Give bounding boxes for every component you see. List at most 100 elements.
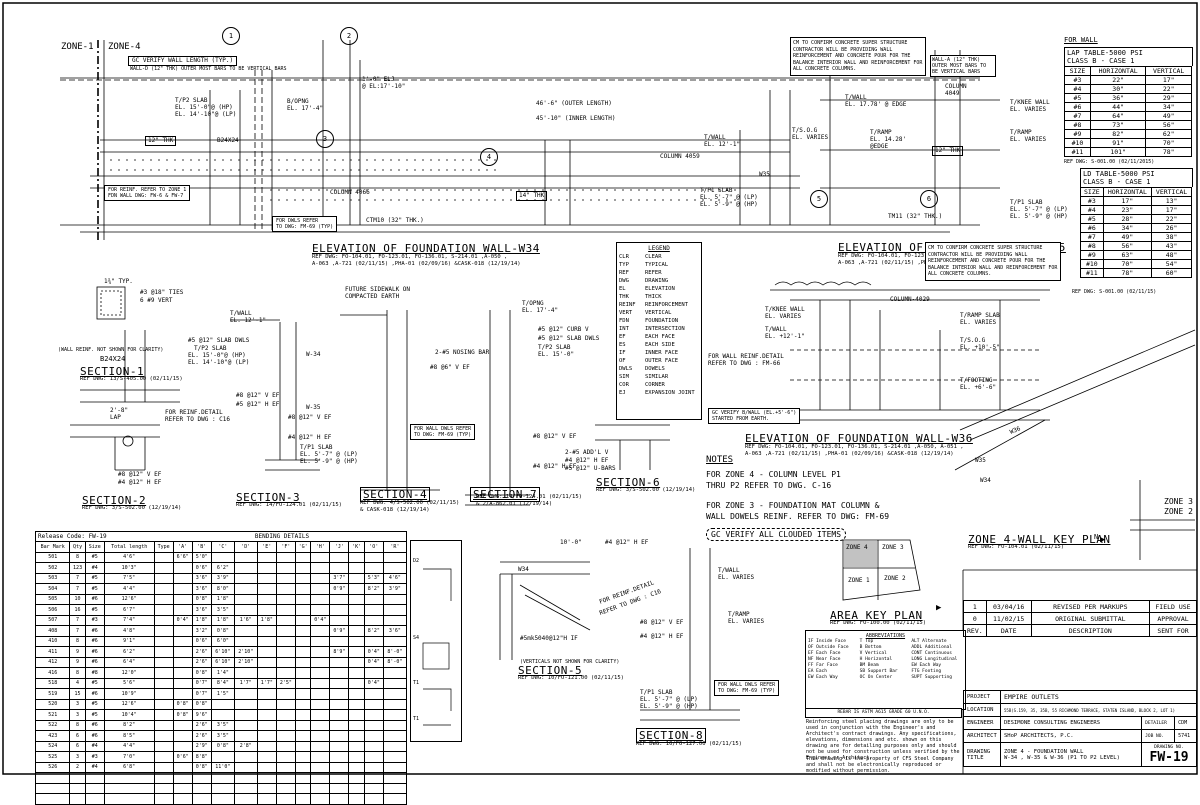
bending-cell: 5'0" xyxy=(191,551,212,563)
column-4029-label: COLUMN-4029 xyxy=(890,296,930,303)
bending-cell: 4'6" xyxy=(382,572,408,584)
legend-value: THICK xyxy=(645,294,662,300)
cm-confirm-note-1: CM TO CONFIRM CONCRETE SUPER STRUCTURE C… xyxy=(790,37,926,76)
bending-cell xyxy=(153,698,174,710)
reinf-note: Reinforcing steel placing drawings are o… xyxy=(806,719,960,761)
bending-cell xyxy=(233,593,258,605)
legend-value: ELEVATION xyxy=(645,286,675,292)
bending-cell xyxy=(348,730,365,742)
gc-verify-bwall: GC VERIFY B/WALL (EL.+5'-6") STARTED FRO… xyxy=(708,408,801,424)
bending-cell xyxy=(329,688,350,700)
bending-cell xyxy=(348,740,365,752)
abbrev-item: IF Inside Face xyxy=(808,639,846,644)
bending-cell: #6 xyxy=(84,688,105,700)
bending-cell xyxy=(382,688,408,700)
bending-cell xyxy=(348,593,365,605)
bending-cell: 10'3" xyxy=(103,562,155,574)
bending-col: 'E' xyxy=(256,541,277,553)
bending-cell xyxy=(275,688,296,700)
s5-note-4: (VERTICALS NOT SHOWN FOR CLARITY) xyxy=(520,659,620,665)
bending-cell xyxy=(233,688,258,700)
bending-cell xyxy=(256,740,277,752)
verify-wall-length-note: GC VERIFY WALL LENGTH (TYP.) xyxy=(128,56,238,66)
bending-cell xyxy=(382,751,408,763)
bending-cell xyxy=(348,646,365,658)
bending-cell: 6'10" xyxy=(210,656,235,668)
tb-dwg: DRAWING NO.FW-19 xyxy=(1141,742,1197,767)
bending-cell: 1'8" xyxy=(256,614,277,626)
abbrev-item: FF Far Face xyxy=(808,663,838,668)
ld-cell: 54" xyxy=(1151,259,1192,269)
bending-cell xyxy=(153,667,174,679)
tp2-hp: EL. 15'-0"@ (HP) xyxy=(175,104,233,111)
legend-key: DWG xyxy=(619,278,629,284)
bending-cell xyxy=(294,646,312,658)
lap-cell: 44" xyxy=(1089,102,1147,112)
bending-cell xyxy=(172,740,193,752)
bending-cell: 502 xyxy=(34,562,71,574)
bending-cell: 12'6" xyxy=(103,698,155,710)
s2-title-text: SECTION-2 xyxy=(82,494,147,507)
bending-cell xyxy=(153,772,174,784)
bending-cell xyxy=(153,656,174,668)
bending-cell: #5 xyxy=(84,677,105,689)
bending-cell: 525 xyxy=(34,751,71,763)
bending-cell xyxy=(294,730,312,742)
bending-cell xyxy=(275,625,296,637)
bending-cell xyxy=(294,572,312,584)
s3-note-5: W-35 xyxy=(306,404,321,411)
abbrev-item: ADDL Additional xyxy=(911,645,952,650)
s4-ref2: & CASK-018 (12/19/14) xyxy=(360,507,430,513)
bending-cell xyxy=(348,667,365,679)
ld-cell: 23" xyxy=(1102,205,1153,215)
bending-cell xyxy=(233,562,258,574)
bending-cell: 9 xyxy=(69,656,86,668)
bending-col: 'R' xyxy=(382,541,408,553)
s8-note-1: EL. VARIES xyxy=(718,574,755,581)
legend-key: TYP xyxy=(619,262,629,268)
bending-cell xyxy=(294,719,312,731)
bending-cell xyxy=(329,667,350,679)
bending-cell: #6 xyxy=(84,593,105,605)
bending-cell xyxy=(256,730,277,742)
w35-tramp-el: EL. 14.28' xyxy=(870,136,907,143)
bending-cell: 410 xyxy=(34,635,71,647)
bending-cell xyxy=(363,761,384,773)
s4-note-6: 2-#5 NOSING BAR xyxy=(435,349,490,356)
legend-value: DRAWING xyxy=(645,278,669,284)
bending-cell: 2'10" xyxy=(233,656,258,668)
w35-tp1: T/P1 SLAB xyxy=(1010,199,1043,206)
ld-cell: 38" xyxy=(1151,232,1192,242)
s4-note-9: #4 @12" H EF xyxy=(533,463,577,470)
rebar-note: REBAR IS ASTM A615 GRADE 60 U.N.O. xyxy=(805,708,962,718)
shape-sketches xyxy=(422,568,452,726)
bending-cell xyxy=(294,751,312,763)
bending-cell: 6'10" xyxy=(210,646,235,658)
bending-cell xyxy=(348,719,365,731)
notes-line xyxy=(706,491,889,500)
bending-cell xyxy=(363,793,384,805)
lap-cell: 82" xyxy=(1089,129,1147,139)
bending-cell xyxy=(233,698,258,710)
notes-line: WALL DOWELS REINF. REFER TO DWG: FM-69 xyxy=(706,512,890,521)
s8-note-5: #4 @12" H EF xyxy=(640,633,684,640)
bending-cell xyxy=(329,635,350,647)
bending-cell: 526 xyxy=(34,761,71,773)
s6-note-2: #5 @12" U-BARS xyxy=(565,465,616,472)
legend-value: EACH SIDE xyxy=(645,342,675,348)
s6-note-1: #4 @12" H EF xyxy=(565,457,609,464)
column-4049-label: COLUMN xyxy=(945,83,967,90)
bending-cell xyxy=(310,751,331,763)
w36-ref1: REF DWG: FO-104.01, FO-123.01, FO-136.01… xyxy=(745,444,964,450)
bending-col: 'O' xyxy=(363,541,384,553)
twall-label: T/WALL xyxy=(704,134,726,141)
lap-cell: 22" xyxy=(1145,84,1192,94)
